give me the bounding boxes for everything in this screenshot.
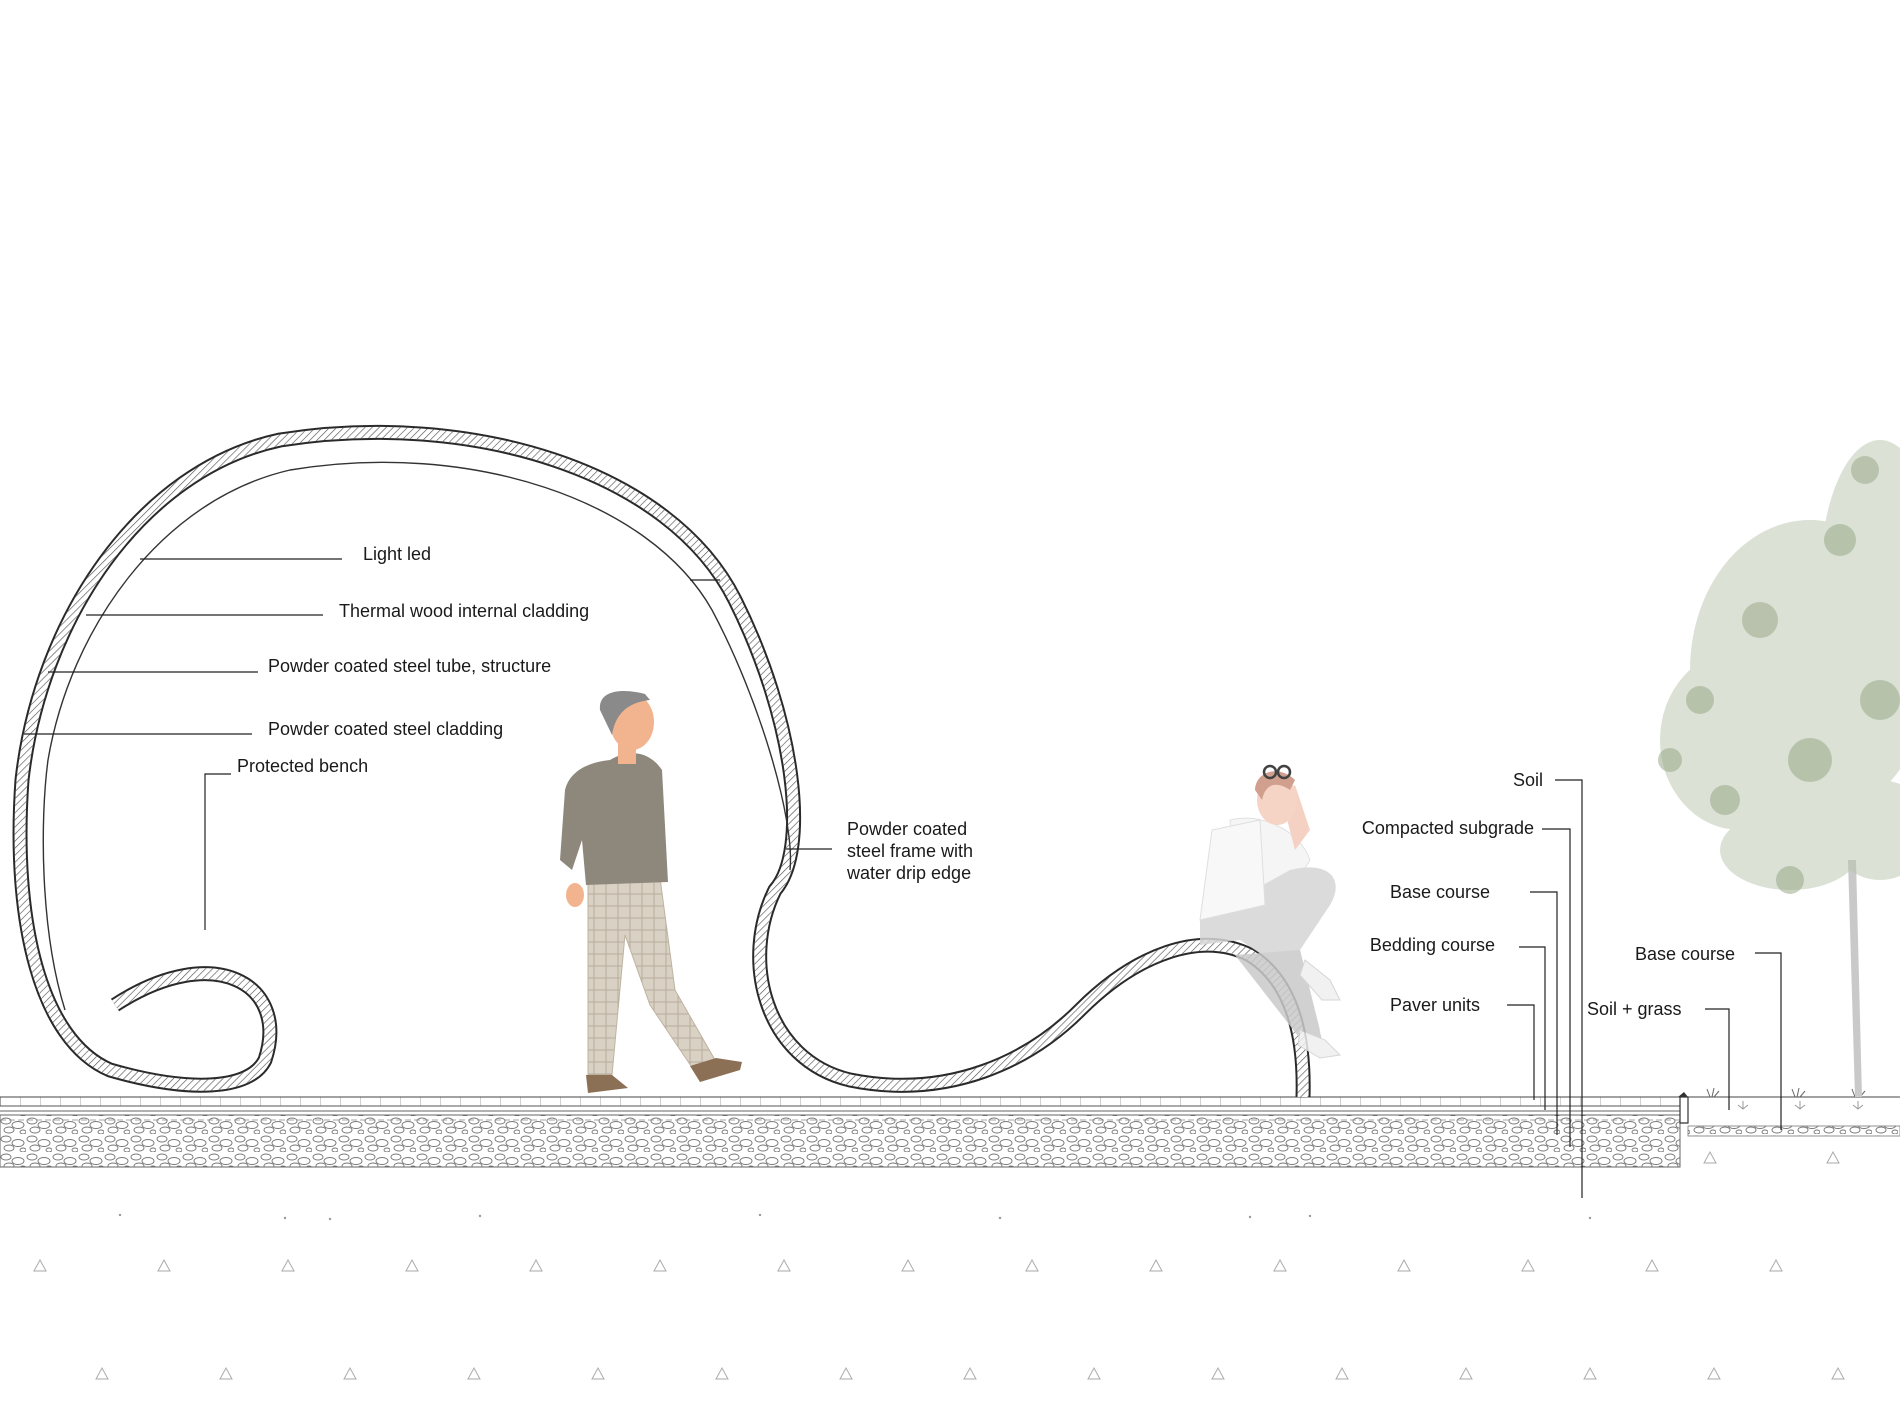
soil-triangle xyxy=(1521,1258,1535,1272)
soil-triangle xyxy=(901,1258,915,1272)
label-thermal-wood-cladding: Thermal wood internal cladding xyxy=(339,601,590,621)
soil-triangle xyxy=(1397,1258,1411,1272)
soil-triangle xyxy=(219,1366,233,1380)
soil-triangle xyxy=(1087,1366,1101,1380)
soil-triangle xyxy=(1826,1150,1840,1164)
soil-symbols xyxy=(33,1150,1845,1380)
label-steel-frame-drip-edge: Powder coated steel frame with water dri… xyxy=(847,818,973,884)
leader-lines xyxy=(24,558,1782,1198)
label-light-led: Light led xyxy=(363,544,432,564)
grass-tufts xyxy=(1706,1087,1866,1098)
soil-triangle xyxy=(1149,1258,1163,1272)
soil-triangle xyxy=(1703,1150,1717,1164)
thermal-wood-cladding-line xyxy=(42,461,792,1011)
label-soil: Soil xyxy=(1512,770,1543,790)
label-base-course-left: Base course xyxy=(1389,882,1490,902)
soil-triangle xyxy=(1335,1366,1349,1380)
soil-triangle xyxy=(1211,1366,1225,1380)
label-steel-frame-line-3: water drip edge xyxy=(847,863,972,883)
label-steel-cladding: Powder coated steel cladding xyxy=(268,719,504,739)
soil-triangle xyxy=(1459,1366,1473,1380)
soil-triangle xyxy=(157,1258,171,1272)
soil-triangle xyxy=(715,1366,729,1380)
grass-base-course xyxy=(1687,1125,1900,1137)
label-steel-frame-line-2: steel frame with xyxy=(847,841,974,861)
sitting-woman-figure xyxy=(1199,764,1342,1059)
soil-triangle xyxy=(1769,1258,1783,1272)
label-steel-tube-structure: Powder coated steel tube, structure xyxy=(268,656,552,676)
soil-triangle xyxy=(281,1258,295,1272)
soil-triangle xyxy=(1831,1366,1845,1380)
ground-section xyxy=(0,1087,1900,1380)
soil-triangle xyxy=(777,1258,791,1272)
soil-triangle xyxy=(405,1258,419,1272)
label-base-course-right: Base course xyxy=(1635,944,1736,964)
standing-man-figure xyxy=(560,691,742,1093)
soil-triangle xyxy=(1583,1366,1597,1380)
soil-triangle xyxy=(1707,1366,1721,1380)
soil-triangle xyxy=(343,1366,357,1380)
label-steel-frame-line-1: Powder coated xyxy=(847,819,968,839)
label-compacted-subgrade: Compacted subgrade xyxy=(1361,818,1534,838)
soil-triangle xyxy=(839,1366,853,1380)
soil-triangle xyxy=(1025,1258,1039,1272)
soil-triangle xyxy=(1645,1258,1659,1272)
soil-triangle xyxy=(95,1366,109,1380)
soil-triangle xyxy=(467,1366,481,1380)
soil-triangle xyxy=(653,1258,667,1272)
paver-units-strip xyxy=(0,1096,1681,1107)
label-soil-grass: Soil + grass xyxy=(1587,999,1682,1019)
spiral-structure xyxy=(12,424,1311,1098)
label-paver-units: Paver units xyxy=(1389,995,1480,1015)
soil-triangle xyxy=(529,1258,543,1272)
base-course-gravel xyxy=(0,1114,1681,1168)
label-bedding-course: Bedding course xyxy=(1369,935,1495,955)
label-protected-bench: Protected bench xyxy=(237,756,369,776)
curb xyxy=(1679,1096,1689,1124)
soil-triangle xyxy=(1273,1258,1287,1272)
soil-triangle xyxy=(963,1366,977,1380)
soil-triangle xyxy=(591,1366,605,1380)
soil-triangle xyxy=(33,1258,47,1272)
tree xyxy=(1658,440,1900,1097)
